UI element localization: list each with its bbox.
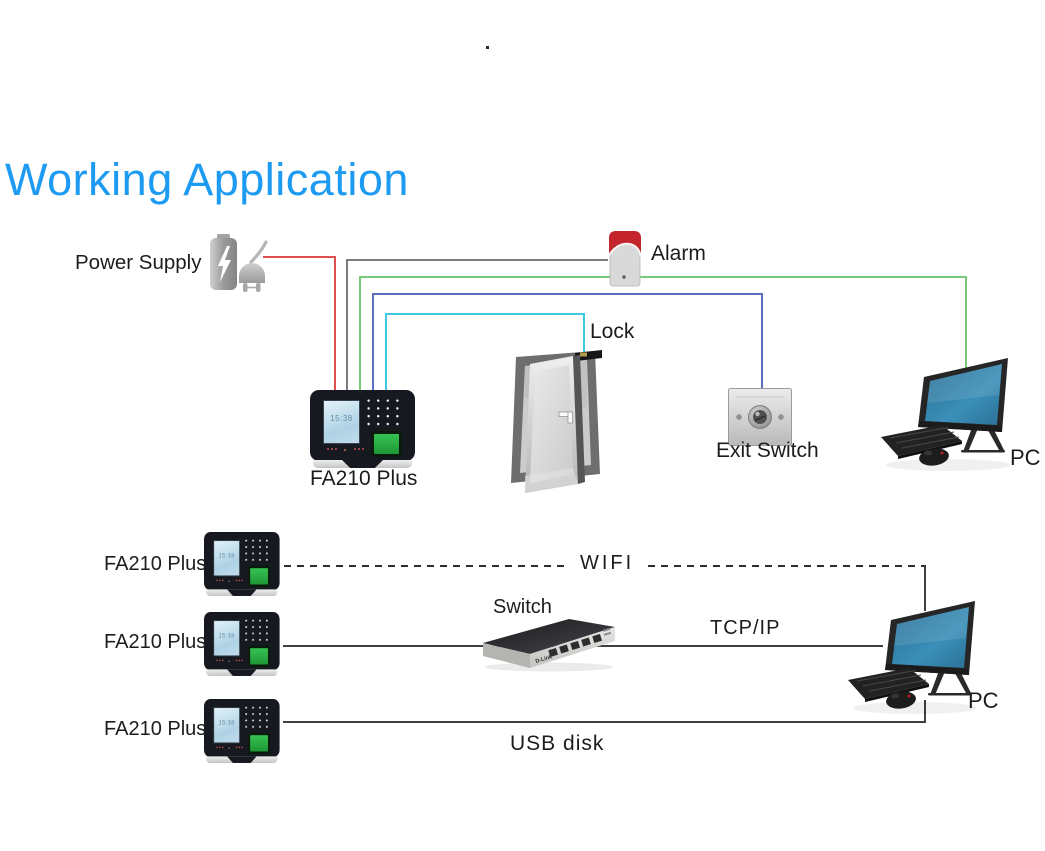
- pc-label-bottom: PC: [968, 688, 999, 713]
- usb-connection-label: USB disk: [510, 732, 605, 755]
- device-led-indicators: [216, 746, 218, 749]
- power-supply-icon: [210, 234, 268, 292]
- fa210-device-row3: 15:38: [204, 699, 280, 763]
- fa210-device-main: 15:38: [310, 390, 415, 468]
- wire-lock-v2: [583, 313, 585, 354]
- alarm-label: Alarm: [651, 242, 706, 265]
- device-screen: 15:38: [323, 400, 360, 444]
- fa210-device-row2: 15:38: [204, 612, 280, 676]
- device-keypad: [244, 705, 272, 731]
- wire-exit-v2: [761, 293, 763, 389]
- door-lock-icon: [511, 350, 602, 493]
- exit-switch-icon: [728, 388, 792, 446]
- device-screen: 15:38: [213, 540, 240, 577]
- device-screen: 15:38: [213, 620, 240, 657]
- device-screen: 15:38: [213, 707, 240, 744]
- power-supply-label: Power Supply: [75, 251, 202, 274]
- tcpip-connection-label: TCP/IP: [710, 617, 781, 639]
- device-notch: [227, 669, 257, 676]
- wire-alarm-v: [346, 259, 348, 396]
- device-led-indicators: [327, 448, 329, 450]
- fa210-label-row2: FA210 Plus: [104, 631, 207, 653]
- fa210-label-row3: FA210 Plus: [104, 718, 207, 740]
- wire-lock-h: [385, 313, 585, 315]
- device-notch: [342, 460, 383, 468]
- alarm-icon: [608, 231, 642, 287]
- wire-alarm-h: [346, 259, 608, 261]
- lock-label: Lock: [590, 320, 635, 343]
- wifi-connection-label: WIFI: [570, 552, 645, 575]
- device-screen-time: 15:38: [218, 551, 235, 560]
- switch-label: Switch: [493, 596, 552, 618]
- usb-line-vertical: [924, 700, 926, 722]
- wire-exit-h: [372, 293, 763, 295]
- wire-lock-v1: [385, 313, 387, 396]
- device-led-indicators: [216, 579, 218, 582]
- pc-icon-bottom: [848, 601, 977, 714]
- device-keypad: [244, 538, 272, 564]
- device-screen-time: 15:38: [218, 631, 235, 640]
- wire-pc-h: [359, 276, 967, 278]
- fingerprint-scanner-icon: [247, 645, 271, 667]
- fingerprint-scanner-icon: [371, 431, 402, 457]
- fa210-label-row1: FA210 Plus: [104, 553, 207, 575]
- usb-line: [283, 721, 926, 723]
- switch-brand-text: D-Link: [535, 654, 554, 665]
- fingerprint-scanner-icon: [247, 565, 271, 587]
- wire-pc-v2: [965, 276, 967, 368]
- fa210-label-main: FA210 Plus: [310, 467, 418, 490]
- device-led-indicators: [216, 659, 218, 662]
- wire-power-h: [263, 256, 336, 258]
- device-notch: [227, 756, 257, 763]
- pc-label-top: PC: [1010, 445, 1041, 470]
- network-switch-icon: D-Link: [483, 619, 615, 672]
- device-screen-time: 15:38: [218, 718, 235, 727]
- fingerprint-scanner-icon: [247, 732, 271, 754]
- wifi-line-vertical: [924, 566, 926, 611]
- pc-icon-top: [881, 358, 1010, 471]
- device-keypad: [366, 398, 404, 429]
- exit-switch-label: Exit Switch: [716, 439, 819, 462]
- fa210-device-row1: 15:38: [204, 532, 280, 596]
- wire-exit-v1: [372, 293, 374, 396]
- device-notch: [227, 589, 257, 596]
- device-screen-time: 15:38: [330, 414, 353, 423]
- artifact-dot: [486, 46, 489, 49]
- wire-power-v: [334, 256, 336, 396]
- wire-pc-v1: [359, 276, 361, 396]
- page-title: Working Application: [5, 154, 409, 205]
- device-keypad: [244, 618, 272, 644]
